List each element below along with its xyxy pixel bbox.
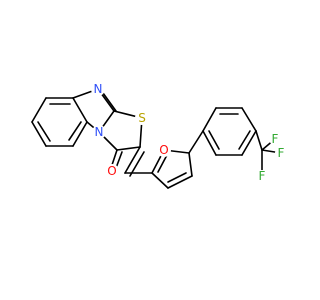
atom-f-bottom: F — [259, 169, 266, 183]
bond — [238, 130, 251, 150]
bond — [202, 130, 217, 156]
bond — [151, 172, 169, 189]
bond — [115, 151, 123, 169]
bond — [241, 107, 257, 132]
molecule-drawing: N N S O O F F F — [31, 82, 287, 189]
bond — [31, 121, 47, 147]
atom-o-furan: O — [159, 143, 168, 157]
bond — [72, 97, 88, 123]
bond — [255, 130, 263, 151]
bond — [157, 154, 168, 173]
bond — [37, 121, 51, 142]
bond — [241, 130, 257, 156]
bond — [208, 130, 220, 150]
atom-background — [105, 164, 119, 178]
bond-lines — [31, 88, 282, 189]
atom-background — [157, 143, 171, 157]
atom-background — [92, 125, 106, 139]
atom-n-imine: N — [94, 82, 103, 96]
bond — [202, 107, 217, 132]
atom-s: S — [138, 111, 146, 125]
bond — [167, 172, 187, 183]
atom-background — [275, 147, 287, 159]
atom-o-carbonyl: O — [107, 164, 116, 178]
bond — [124, 146, 141, 174]
structure-svg: N N S O O F F F — [31, 82, 287, 189]
atom-n-ring: N — [95, 125, 104, 139]
bond — [102, 92, 117, 112]
atom-background — [135, 111, 149, 125]
atom-background — [91, 82, 105, 96]
bond — [116, 146, 141, 151]
atom-background — [269, 133, 281, 145]
atom-f-right: F — [278, 146, 285, 160]
bond — [188, 152, 193, 177]
atom-labels: N N S O O F F F — [91, 82, 287, 183]
atom-f-top: F — [272, 132, 279, 146]
bond — [68, 121, 82, 141]
bond — [31, 97, 47, 123]
bond — [188, 130, 204, 154]
bond — [72, 121, 88, 147]
bond — [167, 175, 193, 189]
bond — [129, 151, 145, 177]
atom-background — [256, 170, 268, 182]
